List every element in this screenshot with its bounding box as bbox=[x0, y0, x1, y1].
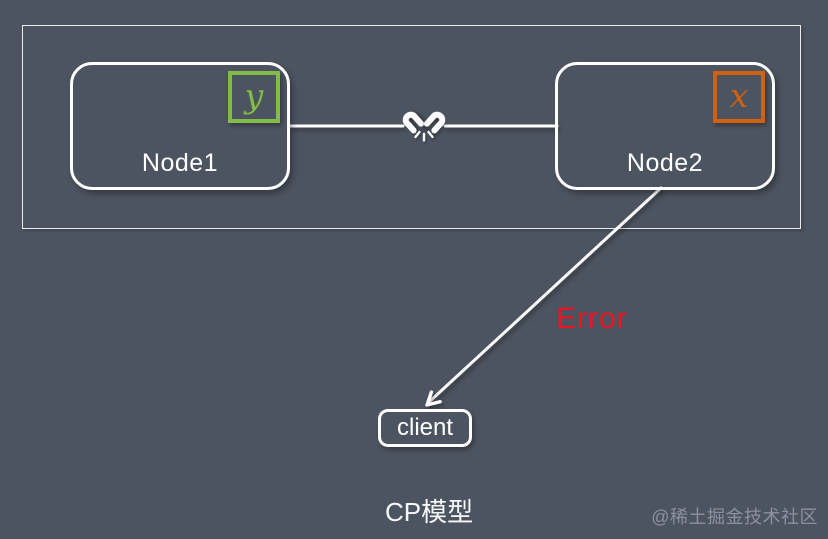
node1-label: Node1 bbox=[141, 149, 219, 177]
watermark: @稀土掘金技术社区 bbox=[651, 507, 818, 527]
error-label: Error bbox=[556, 302, 628, 335]
error-arrow bbox=[425, 186, 663, 407]
node1-box: y Node1 bbox=[70, 62, 290, 190]
node2-data-badge: x bbox=[713, 71, 765, 123]
node2-label: Node2 bbox=[626, 149, 704, 177]
node2-badge-value: x bbox=[729, 76, 749, 115]
node1-badge-value: y bbox=[244, 76, 264, 115]
diagram-title: CP模型 bbox=[385, 497, 474, 527]
node2-box: x Node2 bbox=[555, 62, 775, 190]
client-label: client bbox=[396, 414, 454, 441]
client-box: client bbox=[378, 409, 472, 447]
cluster-boundary-rect bbox=[22, 25, 801, 229]
broken-chain-icon bbox=[402, 111, 446, 142]
node1-data-badge: y bbox=[228, 71, 280, 123]
